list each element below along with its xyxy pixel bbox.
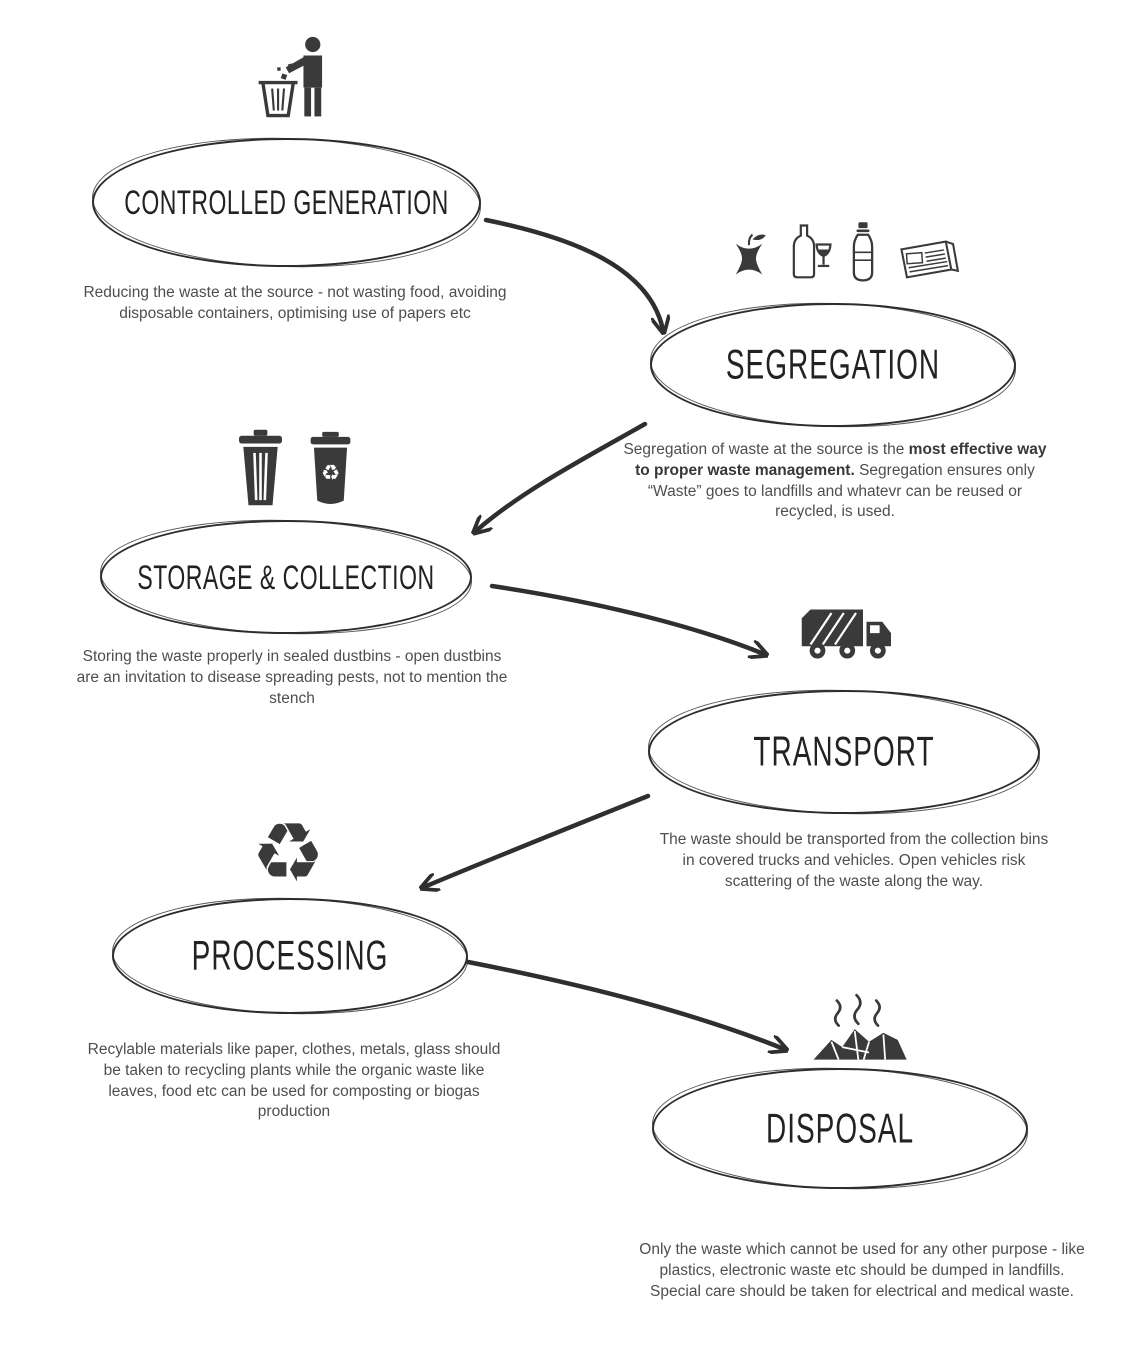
node-description: Storing the waste properly in sealed dus… (76, 648, 508, 707)
arrow-storage-to-transport (489, 583, 764, 654)
node-transport: TRANSPORT (648, 690, 1040, 814)
node-disposal: DISPOSAL (652, 1068, 1028, 1189)
arrow-transport-to-processing (424, 793, 651, 887)
node-title: CONTROLLED GENERATION (124, 182, 449, 222)
node-description: Recylable materials like paper, clothes,… (87, 1041, 501, 1121)
garbage-truck-icon (790, 600, 908, 662)
node-description: Only the waste which cannot be used for … (639, 1241, 1085, 1300)
node-title: SEGREGATION (725, 341, 941, 388)
node-processing: PROCESSING (112, 898, 468, 1014)
node-description: The waste should be transported from the… (659, 831, 1049, 890)
recycle-bin-icon: ♻ (304, 428, 357, 512)
description-text: Segregation of waste at the source is th… (623, 441, 909, 458)
svg-text:♻: ♻ (321, 461, 340, 486)
node-title: DISPOSAL (765, 1104, 915, 1152)
apple-core-icon (728, 231, 770, 288)
wine-bottle-icon (786, 223, 832, 288)
node-title: PROCESSING (191, 932, 389, 979)
recycling-symbol-glyph: ♻ (251, 806, 325, 902)
landfill-icon (798, 990, 923, 1065)
storage-icons: ♻ (218, 428, 372, 512)
arrow-processing-to-disposal (465, 959, 784, 1049)
arrow-generation-to-segregation (483, 217, 663, 330)
litter-person-icon (240, 25, 350, 120)
node-description: Reducing the waste at the source - not w… (83, 284, 507, 322)
node-controlled-generation: CONTROLLED GENERATION (92, 138, 481, 267)
newspaper-icon (894, 237, 960, 288)
segregation-icons (716, 221, 972, 288)
description-text: Segregation ensures only “Waste” goes to… (647, 461, 1035, 521)
node-storage-collection: STORAGE & COLLECTION (100, 520, 472, 634)
node-segregation: SEGREGATION (650, 303, 1016, 427)
recycling-symbol-icon: ♻ (238, 805, 338, 902)
node-description: Segregation of waste at the source is th… (620, 440, 1050, 523)
description-bold-text: most effective way to proper waste manag… (635, 441, 1047, 479)
dustbin-icon (233, 428, 288, 512)
node-title: TRANSPORT (753, 728, 935, 775)
node-title: STORAGE & COLLECTION (137, 556, 435, 596)
water-bottle-icon (848, 221, 878, 288)
